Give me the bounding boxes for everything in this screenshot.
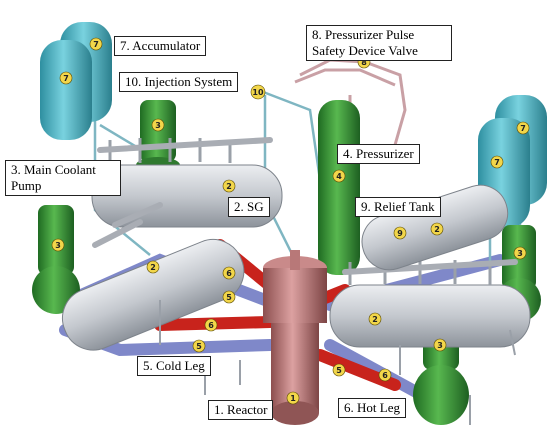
label-line: Pump	[11, 178, 42, 193]
label-reactor: 1. Reactor	[208, 400, 274, 420]
svg-text:2: 2	[372, 315, 378, 324]
svg-text:7: 7	[520, 124, 526, 133]
svg-text:6: 6	[382, 371, 388, 380]
svg-text:7: 7	[63, 74, 69, 83]
badge-pressurizer: 4	[332, 169, 346, 183]
svg-text:4: 4	[336, 172, 342, 181]
svg-text:3: 3	[155, 121, 161, 130]
badge-accumulator: 7	[59, 71, 73, 85]
badge-pump: 3	[433, 338, 447, 352]
number-badges: 1 2 2 2 2 3 3 3 3 4 5 5 5 6 6 6 7 7 7 7 …	[51, 37, 530, 405]
support-struts	[159, 300, 516, 425]
pressurizer-vessel	[318, 100, 360, 275]
badge-sg: 2	[222, 179, 236, 193]
svg-text:2: 2	[150, 263, 156, 272]
label-line: 3. Main Coolant	[11, 162, 96, 177]
svg-text:7: 7	[93, 40, 99, 49]
svg-text:6: 6	[208, 321, 214, 330]
badge-accumulator: 7	[490, 155, 504, 169]
label-accumulator: 7. Accumulator	[114, 36, 207, 56]
badge-accumulator: 7	[89, 37, 103, 51]
label-pulse-safety-valve: 8. Pressurizer Pulse Safety Device Valve	[306, 25, 452, 61]
svg-text:6: 6	[226, 269, 232, 278]
svg-text:10: 10	[252, 88, 264, 97]
label-sg: 2. SG	[228, 197, 270, 217]
badge-pump: 3	[513, 246, 527, 260]
badge-injection: 10	[250, 84, 266, 100]
badge-cold-leg: 5	[332, 363, 346, 377]
label-cold-leg: 5. Cold Leg	[137, 356, 211, 376]
svg-text:7: 7	[494, 158, 500, 167]
badge-pump: 3	[51, 238, 65, 252]
svg-text:5: 5	[336, 366, 342, 375]
svg-text:1: 1	[290, 394, 296, 403]
svg-text:3: 3	[437, 341, 443, 350]
label-injection-system: 10. Injection System	[119, 72, 239, 92]
badge-sg: 2	[146, 260, 160, 274]
svg-text:5: 5	[196, 342, 202, 351]
svg-text:3: 3	[517, 249, 523, 258]
badge-cold-leg: 5	[192, 339, 206, 353]
label-main-coolant-pump: 3. Main Coolant Pump	[5, 160, 121, 196]
svg-text:2: 2	[434, 225, 440, 234]
badge-cold-leg: 5	[222, 290, 236, 304]
badge-sg: 2	[368, 312, 382, 326]
badge-reactor: 1	[286, 391, 300, 405]
badge-accumulator: 7	[516, 121, 530, 135]
coolant-pump	[136, 100, 180, 173]
svg-text:2: 2	[226, 182, 232, 191]
label-line: Safety Device Valve	[312, 43, 418, 58]
label-pressurizer: 4. Pressurizer	[337, 144, 420, 164]
svg-text:8: 8	[361, 58, 367, 67]
steam-generators	[62, 137, 531, 351]
badge-relief-tank: 9	[393, 226, 407, 240]
label-hot-leg: 6. Hot Leg	[338, 398, 406, 418]
badge-sg: 2	[430, 222, 444, 236]
badge-pump: 3	[151, 118, 165, 132]
svg-text:9: 9	[397, 229, 403, 238]
steam-generator	[62, 202, 245, 351]
accumulator-tank	[40, 40, 92, 140]
reactor-vessel	[263, 250, 327, 425]
badge-hot-leg: 6	[378, 368, 392, 382]
label-relief-tank: 9. Relief Tank	[355, 197, 441, 217]
svg-text:5: 5	[226, 293, 232, 302]
svg-text:3: 3	[55, 241, 61, 250]
badge-hot-leg: 6	[204, 318, 218, 332]
label-line: 8. Pressurizer Pulse	[312, 27, 415, 42]
badge-hot-leg: 6	[222, 266, 236, 280]
steam-generator	[329, 259, 531, 348]
